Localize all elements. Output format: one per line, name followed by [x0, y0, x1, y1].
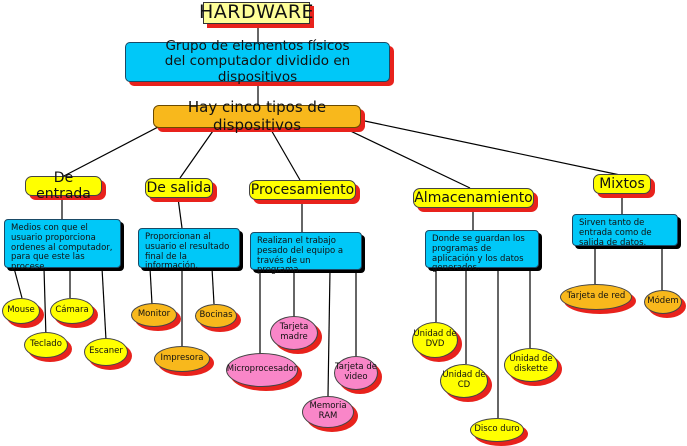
example-label: Tarjeta madre: [279, 322, 309, 342]
example-disco-duro: Disco duro: [470, 418, 524, 442]
connector: [61, 125, 161, 178]
connector: [179, 127, 216, 179]
example-label: Módem: [647, 296, 679, 307]
example-label: Tarjeta de red: [566, 291, 626, 302]
connector: [211, 267, 215, 305]
example-label: Monitor: [137, 309, 171, 320]
category-salida: De salida: [145, 178, 213, 198]
summary-text: Hay cinco tipos de dispositivos: [187, 98, 327, 134]
connector: [359, 119, 621, 176]
example-label: Teclado: [30, 339, 62, 350]
category-almacenamiento: Almacenamiento: [413, 188, 534, 208]
category-label: Almacenamiento: [414, 189, 533, 206]
description-text: Proporcionan al usuario el resultado fin…: [145, 232, 230, 272]
example-tarjeta-madre: Tarjeta madre: [270, 316, 318, 350]
example-microprocesador: Microprocesador: [226, 353, 298, 387]
description-text: Medios con que el usuario proporciona or…: [11, 223, 113, 273]
example-label: Unidad de CD: [442, 370, 486, 390]
category-mixtos: Mixtos: [593, 174, 651, 194]
description-procesamiento: Realizan el trabajo pesado del equipo a …: [250, 232, 362, 275]
category-entrada: De entrada: [25, 170, 102, 202]
example-monitor: Monitor: [131, 303, 177, 327]
example-label: Cámara: [55, 305, 89, 316]
example-unidad-cd: Unidad de CD: [440, 364, 488, 398]
example-impresora: Impresora: [154, 346, 210, 372]
category-label: Procesamiento: [250, 181, 355, 198]
connector: [269, 127, 301, 181]
connector: [43, 267, 47, 339]
example-memoria-ram: Memoria RAM: [302, 396, 354, 428]
category-label: De entrada: [36, 169, 91, 202]
title-box: HARDWARE: [199, 1, 314, 24]
example-mouse: Mouse: [2, 298, 40, 324]
title-text: HARDWARE: [198, 1, 315, 24]
example-label: Bocinas: [199, 310, 233, 321]
description-salida: Proporcionan al usuario el resultado fin…: [138, 228, 240, 271]
example-label: Impresora: [160, 353, 204, 364]
definition-box: Grupo de elementos físicos del computado…: [125, 37, 390, 85]
definition-line-2: del computador dividido en dispositivos: [164, 53, 351, 85]
category-procesamiento: Procesamiento: [249, 180, 356, 200]
example-label: Disco duro: [474, 424, 520, 435]
example-unidad-dvd: Unidad de DVD: [412, 322, 458, 358]
example-bocinas: Bocinas: [195, 304, 237, 328]
connector: [327, 269, 331, 397]
example-camara: Cámara: [50, 298, 94, 324]
example-escaner: Escaner: [84, 338, 128, 366]
example-tarjeta-video: Tarjeta de video: [334, 356, 378, 390]
example-teclado: Teclado: [24, 332, 68, 358]
description-entrada: Medios con que el usuario proporciona or…: [4, 219, 121, 272]
connector: [13, 267, 23, 299]
category-label: Mixtos: [599, 175, 645, 192]
example-label: Tarjeta de video: [335, 362, 377, 382]
example-tarjeta-red: Tarjeta de red: [560, 284, 632, 310]
summary-box: Hay cinco tipos de dispositivos: [153, 99, 361, 133]
connector: [339, 125, 471, 189]
connector: [149, 267, 153, 305]
category-label: De salida: [146, 179, 212, 196]
example-label: Microprocesador: [226, 364, 298, 375]
description-text: Donde se guardan los programas de aplica…: [432, 234, 525, 274]
description-text: Realizan el trabajo pesado del equipo a …: [257, 236, 344, 276]
connector: [177, 197, 183, 229]
description-mixtos: Sirven tanto de entrada como de salida d…: [572, 214, 678, 248]
example-label: Escaner: [89, 346, 123, 357]
example-label: Mouse: [7, 305, 35, 316]
example-label: Unidad de diskette: [509, 354, 553, 374]
description-almacenamiento: Donde se guardan los programas de aplica…: [425, 230, 539, 273]
connector: [101, 267, 107, 341]
example-label: Memoria RAM: [309, 401, 347, 421]
example-label: Unidad de DVD: [413, 329, 457, 349]
example-modem: Módem: [644, 290, 682, 314]
definition-line-1: Grupo de elementos físicos: [165, 37, 350, 54]
description-text: Sirven tanto de entrada como de salida d…: [579, 218, 652, 248]
example-unidad-diskette: Unidad de diskette: [504, 348, 558, 382]
